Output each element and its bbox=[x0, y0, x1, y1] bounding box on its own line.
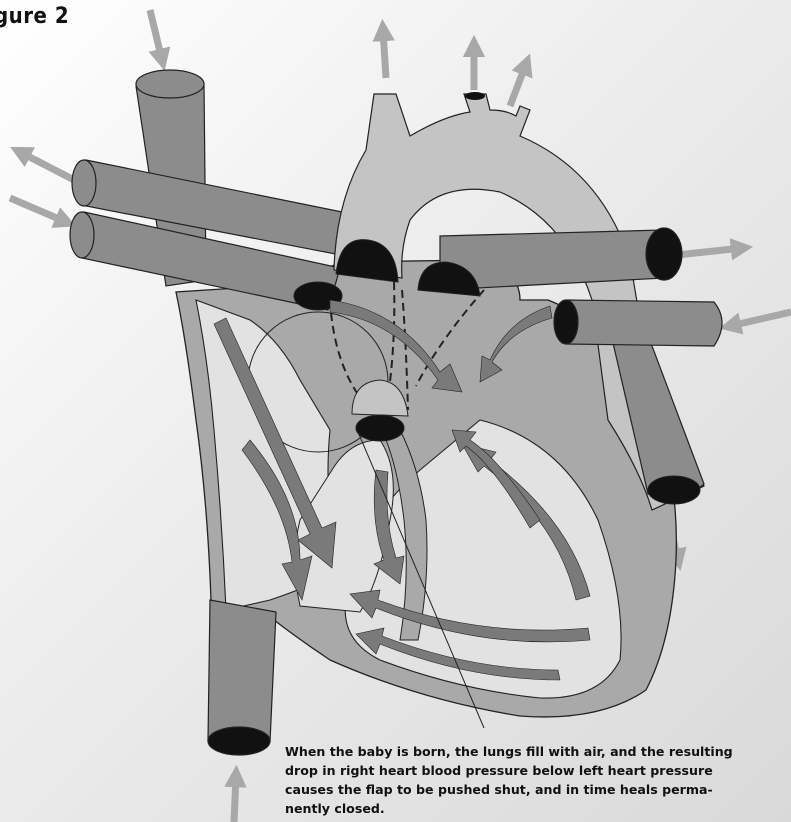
caption-line: nently closed. bbox=[285, 799, 791, 818]
caption-line: drop in right heart blood pressure below… bbox=[285, 761, 791, 780]
arrow-aorta-branch-1 bbox=[383, 30, 386, 78]
right-pulmonary-vein bbox=[554, 300, 722, 346]
caption-line: When the baby is born, the lungs fill wi… bbox=[285, 742, 791, 761]
caption-line: causes the flap to be pushed shut, and i… bbox=[285, 780, 791, 799]
right-pulmonary-artery bbox=[440, 228, 682, 290]
arrow-aorta-branch-3 bbox=[510, 64, 526, 106]
arrow-into-svc bbox=[150, 10, 162, 60]
inferior-vena-cava bbox=[208, 600, 276, 755]
arrow-right-pv bbox=[730, 312, 791, 326]
arrow-into-ivc bbox=[234, 776, 236, 822]
arrow-left-lower bbox=[10, 198, 66, 222]
descending-aorta-opening bbox=[648, 476, 700, 504]
arrow-left-upper bbox=[20, 152, 78, 182]
caption: When the baby is born, the lungs fill wi… bbox=[285, 742, 791, 818]
